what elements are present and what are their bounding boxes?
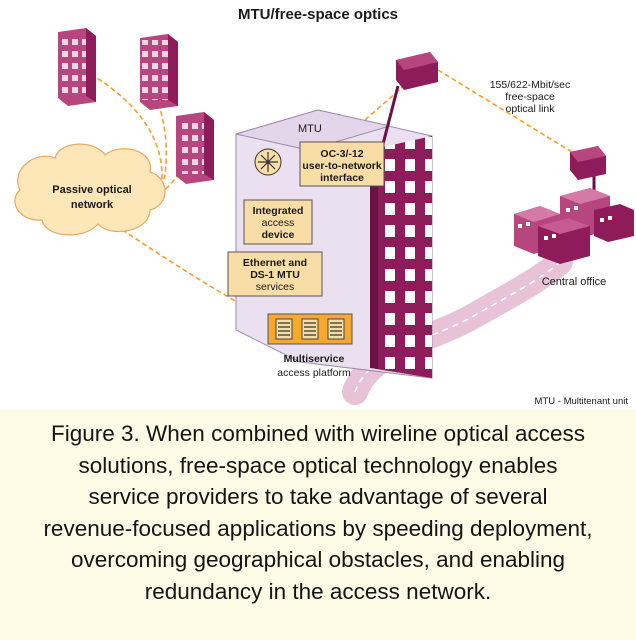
rooftop-transceiver	[380, 52, 438, 149]
mtu-label: MTU	[298, 123, 322, 135]
caption-line-6: redundancy in the access network.	[144, 578, 492, 604]
legend-label: MTU - Multitenant unit	[535, 396, 629, 407]
router-icon	[254, 148, 282, 176]
caption-line-5: overcoming geographical obstacles, and e…	[70, 547, 566, 572]
services-label-2: DS-1 MTU	[250, 269, 300, 281]
network-diagram: MTU/free-space optics Passive optical ne…	[14, 6, 634, 407]
link-label-2: free-space	[505, 91, 555, 103]
tenant-building-3	[176, 112, 214, 184]
interface-box	[299, 141, 385, 187]
link-label-3: optical link	[505, 103, 555, 115]
multiservice-platform	[267, 313, 353, 345]
figure-caption: Figure 3. When combined with wireline op…	[0, 410, 636, 640]
caption-line-2: solutions, free-space optical technology…	[78, 452, 558, 478]
passive-network-label-2: network	[71, 199, 114, 211]
interface-label-1: OC-3/-12	[320, 148, 363, 160]
services-label-3: services	[256, 281, 295, 293]
access-device-box	[243, 199, 313, 245]
central-office-label: Central office	[542, 276, 607, 288]
passive-network-label-1: Passive optical	[52, 184, 132, 196]
access-device-label-3: device	[262, 229, 295, 241]
access-device-label-2: access	[262, 217, 295, 229]
central-office-buildings	[514, 188, 634, 264]
interface-label-3: interface	[320, 172, 364, 184]
passive-optical-network-cloud	[14, 143, 166, 236]
tenant-building-2	[140, 34, 178, 110]
services-box	[227, 251, 323, 297]
diagram-title: MTU/free-space optics	[238, 6, 398, 23]
caption-line-4: revenue-focused applications by speeding…	[43, 515, 593, 541]
services-label-1: Ethernet and	[243, 257, 307, 269]
platform-label-2: access platform	[277, 367, 351, 379]
tenant-building-1	[58, 28, 96, 106]
caption-line-1: Figure 3. When combined with wireline op…	[51, 421, 585, 446]
caption-line-3: service providers to take advantage of s…	[88, 484, 548, 509]
link-label-1: 155/622-Mbit/sec	[490, 79, 571, 91]
interface-label-2: user-to-network	[302, 160, 382, 172]
access-device-label-1: Integrated	[253, 205, 304, 217]
platform-label-1: Multiservice	[284, 353, 345, 365]
